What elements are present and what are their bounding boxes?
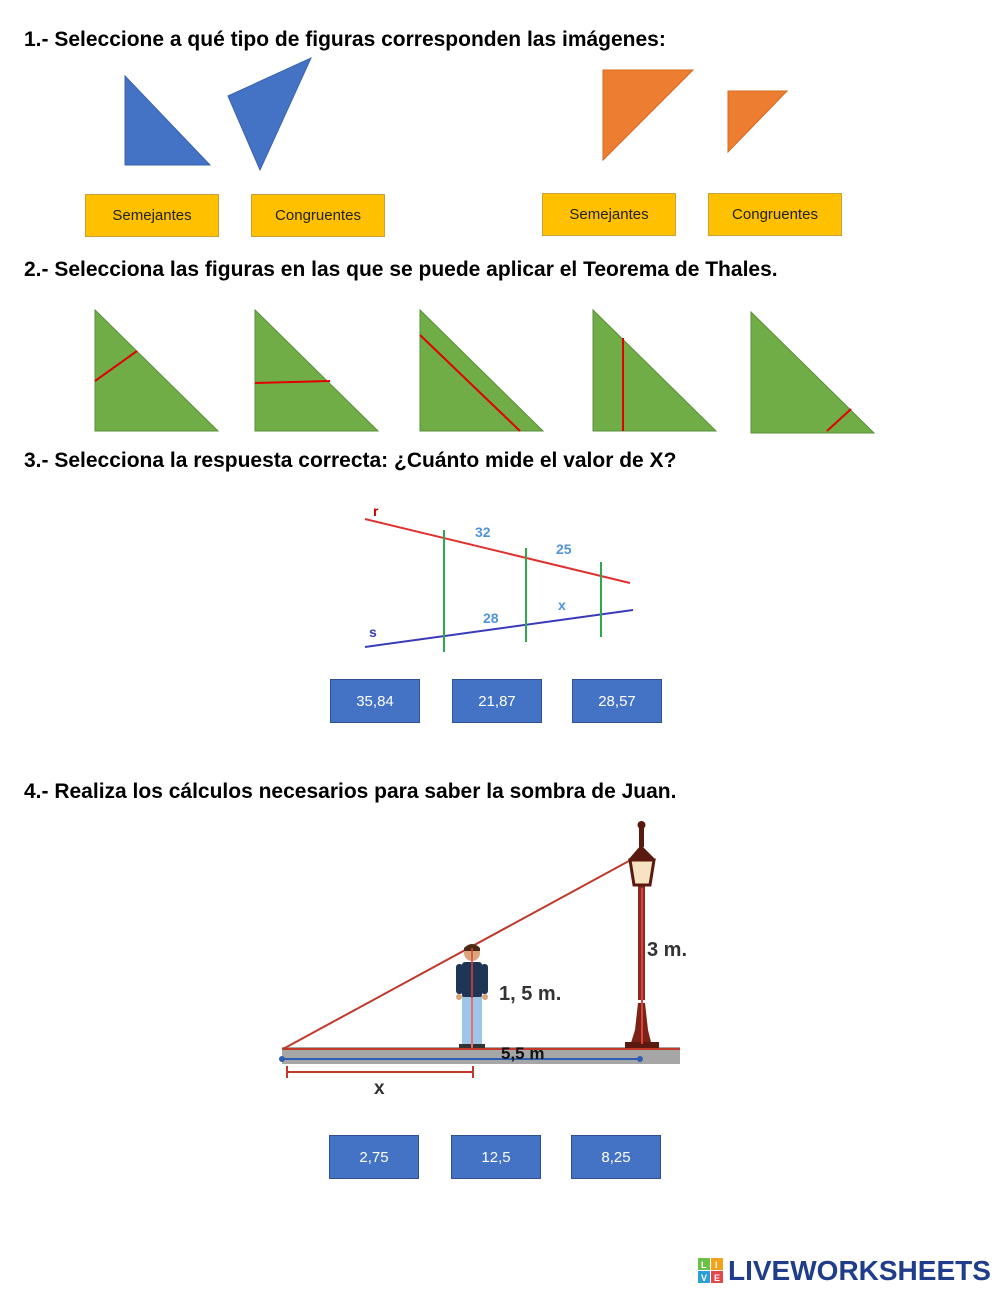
person-juan-icon — [456, 944, 488, 1049]
q1-title: 1.- Seleccione a qué tipo de figuras cor… — [24, 28, 666, 51]
orange-large-triangle — [602, 69, 695, 162]
label-s: s — [369, 624, 377, 640]
thales-triangle-1[interactable] — [94, 308, 220, 432]
label-x: x — [558, 597, 566, 613]
lamp-post-icon — [625, 821, 659, 1048]
label-person-height: 1, 5 m. — [499, 983, 561, 1005]
q4-option-3-button[interactable]: 8,25 — [571, 1135, 661, 1179]
q3-option-3-button[interactable]: 28,57 — [572, 679, 662, 723]
q3-thales-diagram: r s 32 25 28 x — [364, 503, 634, 652]
thales-triangle-3[interactable] — [419, 308, 545, 432]
q1-right-semejantes-button[interactable]: Semejantes — [542, 193, 676, 236]
label-25: 25 — [556, 541, 572, 557]
q1-left-semejantes-button[interactable]: Semejantes — [85, 194, 219, 237]
q3-option-1-button[interactable]: 35,84 — [330, 679, 420, 723]
thales-triangle-4[interactable] — [592, 308, 718, 432]
blue-acute-triangle — [227, 56, 313, 172]
label-shadow-x: x — [374, 1078, 385, 1099]
q3-option-2-button[interactable]: 21,87 — [452, 679, 542, 723]
q1-right-congruentes-button[interactable]: Congruentes — [708, 193, 842, 236]
blue-right-triangle — [124, 74, 212, 166]
line-r — [364, 518, 631, 584]
q1-left-congruentes-button[interactable]: Congruentes — [251, 194, 385, 237]
label-distance: 5,5 m — [501, 1044, 544, 1063]
svg-text:E: E — [714, 1273, 720, 1283]
svg-text:L: L — [701, 1260, 707, 1270]
label-28: 28 — [483, 610, 499, 626]
thales-triangle-5[interactable] — [750, 310, 876, 434]
line-s — [364, 609, 634, 648]
q1-blue-triangles — [124, 56, 789, 172]
label-32: 32 — [475, 524, 491, 540]
q4-title: 4.- Realiza los cálculos necesarios para… — [24, 780, 677, 803]
svg-text:I: I — [715, 1260, 718, 1270]
orange-small-triangle — [727, 90, 789, 154]
label-r: r — [373, 503, 379, 519]
label-lamp-height: 3 m. — [647, 939, 687, 961]
q4-option-2-button[interactable]: 12,5 — [451, 1135, 541, 1179]
q4-shadow-diagram: 3 m. 1, 5 m. 5,5 m x — [279, 821, 687, 1099]
light-ray — [282, 854, 641, 1050]
q4-option-1-button[interactable]: 2,75 — [329, 1135, 419, 1179]
q3-title: 3.- Selecciona la respuesta correcta: ¿C… — [24, 449, 677, 472]
liveworksheets-badge-icon: L I V E — [698, 1258, 723, 1283]
thales-triangle-2[interactable] — [254, 308, 380, 432]
logo-text: LIVEWORKSHEETS — [728, 1255, 991, 1286]
svg-text:V: V — [701, 1273, 707, 1283]
q2-title: 2.- Selecciona las figuras en las que se… — [24, 258, 778, 281]
liveworksheets-logo: L I V E LIVEWORKSHEETS — [698, 1255, 991, 1287]
q2-triangles — [94, 308, 876, 434]
